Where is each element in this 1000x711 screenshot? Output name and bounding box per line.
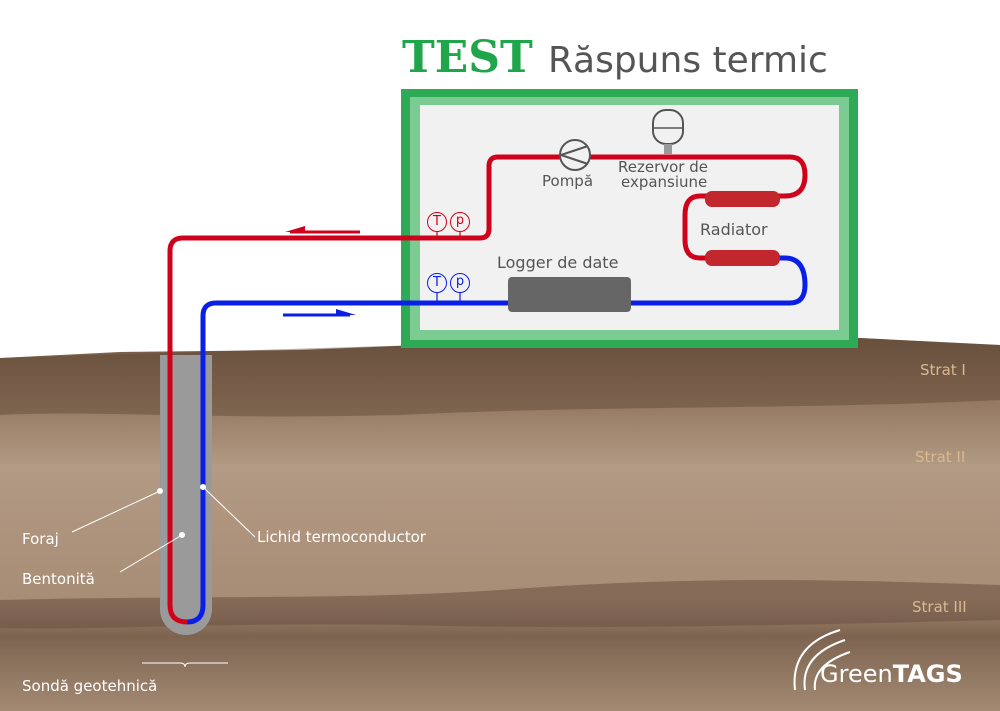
- flow-arrow-supply: [283, 309, 356, 317]
- pressure-sensor-cold: p: [450, 273, 470, 293]
- greentags-logo-mark: [793, 629, 851, 691]
- expansion-tank-label-line1: Rezervor de: [618, 158, 708, 176]
- fluid-label: Lichid termoconductor: [257, 528, 426, 546]
- pump-label: Pompă: [542, 172, 594, 190]
- radiator-lower: [705, 250, 780, 266]
- pump-icon: [559, 139, 591, 171]
- layer-2-label: Strat II: [915, 448, 966, 466]
- flow-arrow-return: [285, 226, 360, 234]
- temperature-sensor-hot: T: [427, 212, 447, 232]
- soil-band-top: [0, 335, 1000, 417]
- logo-tags: TAGS: [892, 660, 963, 688]
- data-logger: [508, 277, 631, 312]
- borehole: [160, 355, 212, 635]
- hot-pipe: [167, 154, 808, 625]
- drilling-label: Foraj: [22, 530, 59, 548]
- layer-3-label: Strat III: [912, 598, 967, 616]
- greentags-logo: GreenTAGS: [820, 660, 963, 688]
- layer-1-label: Strat I: [920, 361, 966, 379]
- expansion-tank-label-line2: expansiune: [621, 173, 708, 191]
- title-test: TEST: [402, 32, 533, 83]
- title-subtitle: Răspuns termic: [548, 40, 828, 81]
- temperature-sensor-cold: T: [427, 273, 447, 293]
- cold-pipe: [186, 255, 808, 625]
- expansion-tank-label: Rezervor de expansiune: [618, 160, 708, 190]
- radiator-label: Radiator: [700, 220, 768, 239]
- pressure-sensor-hot: p: [450, 212, 470, 232]
- expansion-tank-icon: [652, 109, 684, 154]
- bentonite-label: Bentonită: [22, 570, 95, 588]
- leader-lines: [71, 484, 256, 668]
- logo-green: Green: [820, 660, 893, 688]
- soil-band: [0, 580, 1000, 629]
- probe-label: Sondă geotehnică: [22, 677, 158, 695]
- logger-label: Logger de date: [497, 253, 619, 272]
- radiator-upper: [705, 191, 780, 207]
